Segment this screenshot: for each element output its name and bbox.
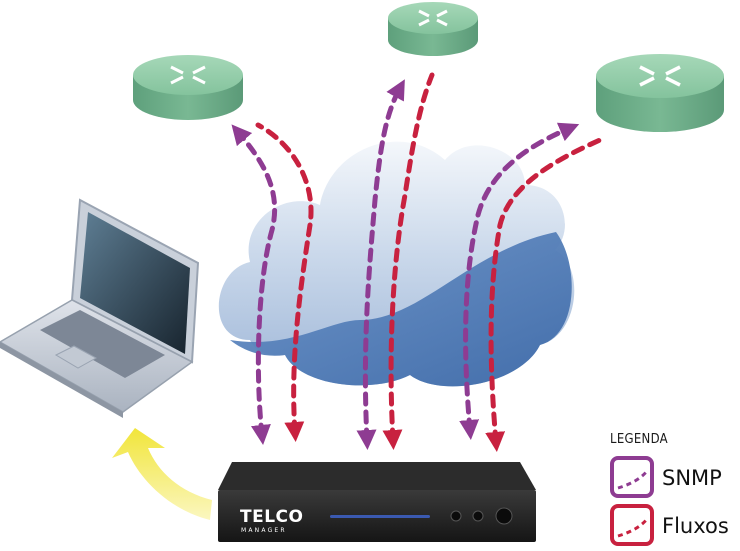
router-right bbox=[596, 54, 724, 132]
device-button-3 bbox=[495, 507, 513, 525]
router-arrows-icon bbox=[170, 65, 206, 85]
device-brand: TELCO bbox=[240, 507, 303, 527]
legend-swatch-snmp bbox=[610, 456, 654, 498]
router-left bbox=[133, 55, 243, 120]
device-brand-sub: MANAGER bbox=[241, 527, 287, 534]
legend: LEGENDA SNMP Fluxos bbox=[610, 432, 729, 546]
telco-manager-device: TELCO MANAGER bbox=[218, 462, 536, 542]
router-arrows-icon bbox=[639, 65, 681, 87]
laptop bbox=[0, 198, 200, 418]
device-led-bar bbox=[330, 515, 430, 518]
legend-title: LEGENDA bbox=[610, 432, 668, 447]
cloud bbox=[218, 141, 575, 387]
router-top bbox=[388, 2, 478, 56]
flow-paths bbox=[255, 72, 603, 452]
snmp-paths bbox=[231, 79, 580, 450]
device-button-2 bbox=[472, 510, 484, 522]
laptop-screen bbox=[80, 212, 190, 354]
laptop-keyboard bbox=[40, 310, 165, 378]
device-button-1 bbox=[450, 510, 462, 522]
yellow-return-arrow bbox=[112, 428, 212, 520]
legend-label-snmp: SNMP bbox=[662, 466, 722, 490]
laptop-touchpad bbox=[54, 345, 98, 369]
legend-item-snmp: SNMP bbox=[610, 456, 722, 498]
legend-swatch-fluxos bbox=[610, 504, 654, 546]
legend-label-fluxos: Fluxos bbox=[662, 514, 729, 538]
router-arrows-icon bbox=[418, 9, 448, 27]
legend-item-fluxos: Fluxos bbox=[610, 504, 729, 546]
